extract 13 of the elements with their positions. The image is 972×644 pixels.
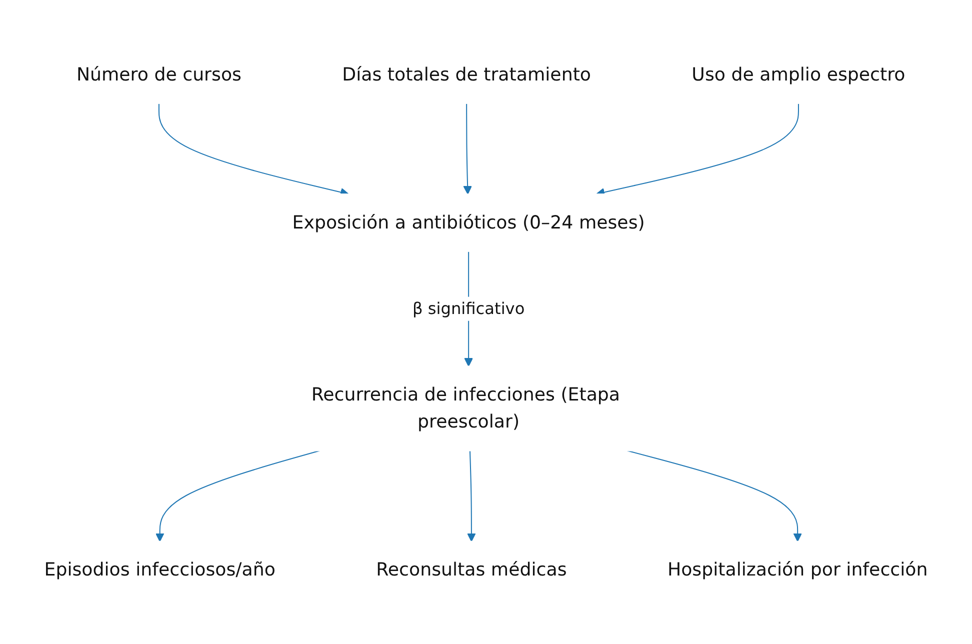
arrow — [627, 450, 802, 542]
node-text: Hospitalización por infección — [667, 559, 928, 580]
node-text: Exposición a antibióticos (0–24 meses) — [292, 212, 645, 233]
node-text: Recurrencia de infecciones (Etapa preescolar) — [311, 384, 620, 432]
arrow — [463, 103, 472, 194]
node-text: Uso de amplio espectro — [692, 64, 906, 85]
arrow — [155, 450, 320, 542]
arrow — [467, 450, 476, 542]
node-text: Días totales de tratamiento — [342, 64, 592, 85]
node-text: Número de cursos — [76, 64, 242, 85]
edge-label: β significativo — [412, 298, 525, 318]
node-text: Episodios infecciosos/año — [44, 559, 276, 580]
node-text: Reconsultas médicas — [376, 559, 567, 580]
